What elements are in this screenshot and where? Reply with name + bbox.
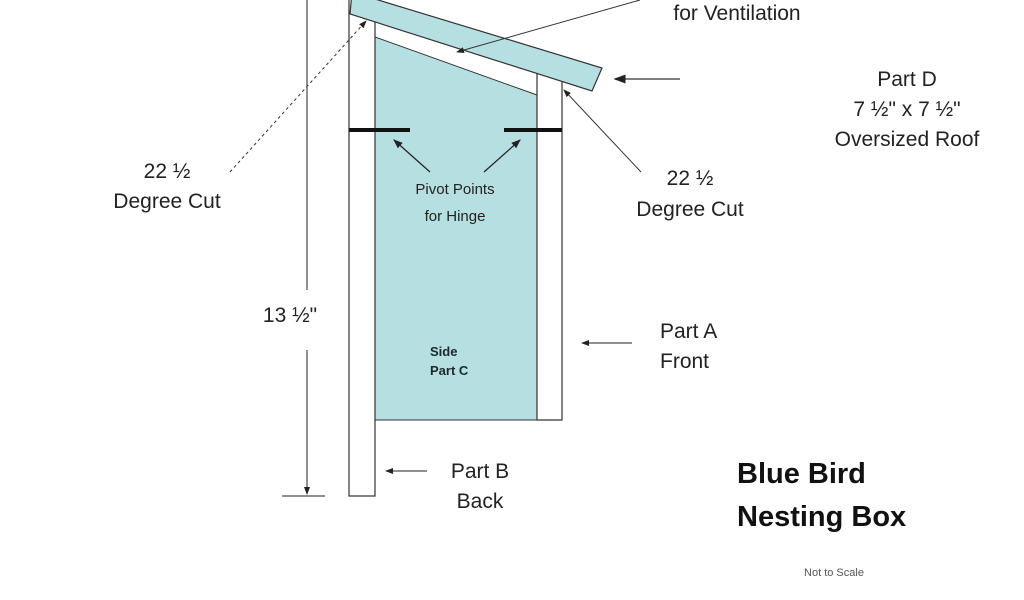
- part-d-size: 7 ½" x 7 ½": [853, 98, 960, 121]
- roof-part-d: [349, 0, 603, 92]
- part-a-name: Part A: [660, 320, 717, 343]
- left-cut-desc: Degree Cut: [113, 190, 221, 213]
- side-label-line2: Part C: [430, 363, 469, 378]
- right-cut-pointer: [563, 89, 642, 173]
- left-cut-pointer: [229, 20, 367, 173]
- right-cut-desc: Degree Cut: [636, 198, 744, 221]
- height-label: 13 ½": [263, 304, 317, 327]
- not-to-scale-note: Not to Scale: [804, 567, 864, 579]
- left-cut-angle: 22 ½: [144, 160, 191, 183]
- side-label-line1: Side: [430, 344, 457, 359]
- front-board-a: [536, 69, 563, 421]
- title-line2: Nesting Box: [737, 501, 906, 533]
- ventilation-label: for Ventilation: [673, 2, 800, 25]
- ventilation-pointer: [456, 0, 641, 53]
- title-line1: Blue Bird: [737, 458, 866, 490]
- part-b-name: Part B: [451, 460, 509, 483]
- right-cut-angle: 22 ½: [667, 167, 714, 190]
- part-d-desc: Oversized Roof: [835, 128, 980, 151]
- pivot-pointer-right: [483, 139, 521, 173]
- part-b-desc: Back: [457, 490, 504, 513]
- part-a-desc: Front: [660, 350, 709, 373]
- pivot-label-line1: Pivot Points: [415, 181, 494, 198]
- back-board-b: [348, 0, 376, 497]
- pivot-label-line2: for Hinge: [425, 208, 486, 225]
- pivot-pointer-left: [393, 139, 431, 173]
- part-d-name: Part D: [877, 68, 937, 91]
